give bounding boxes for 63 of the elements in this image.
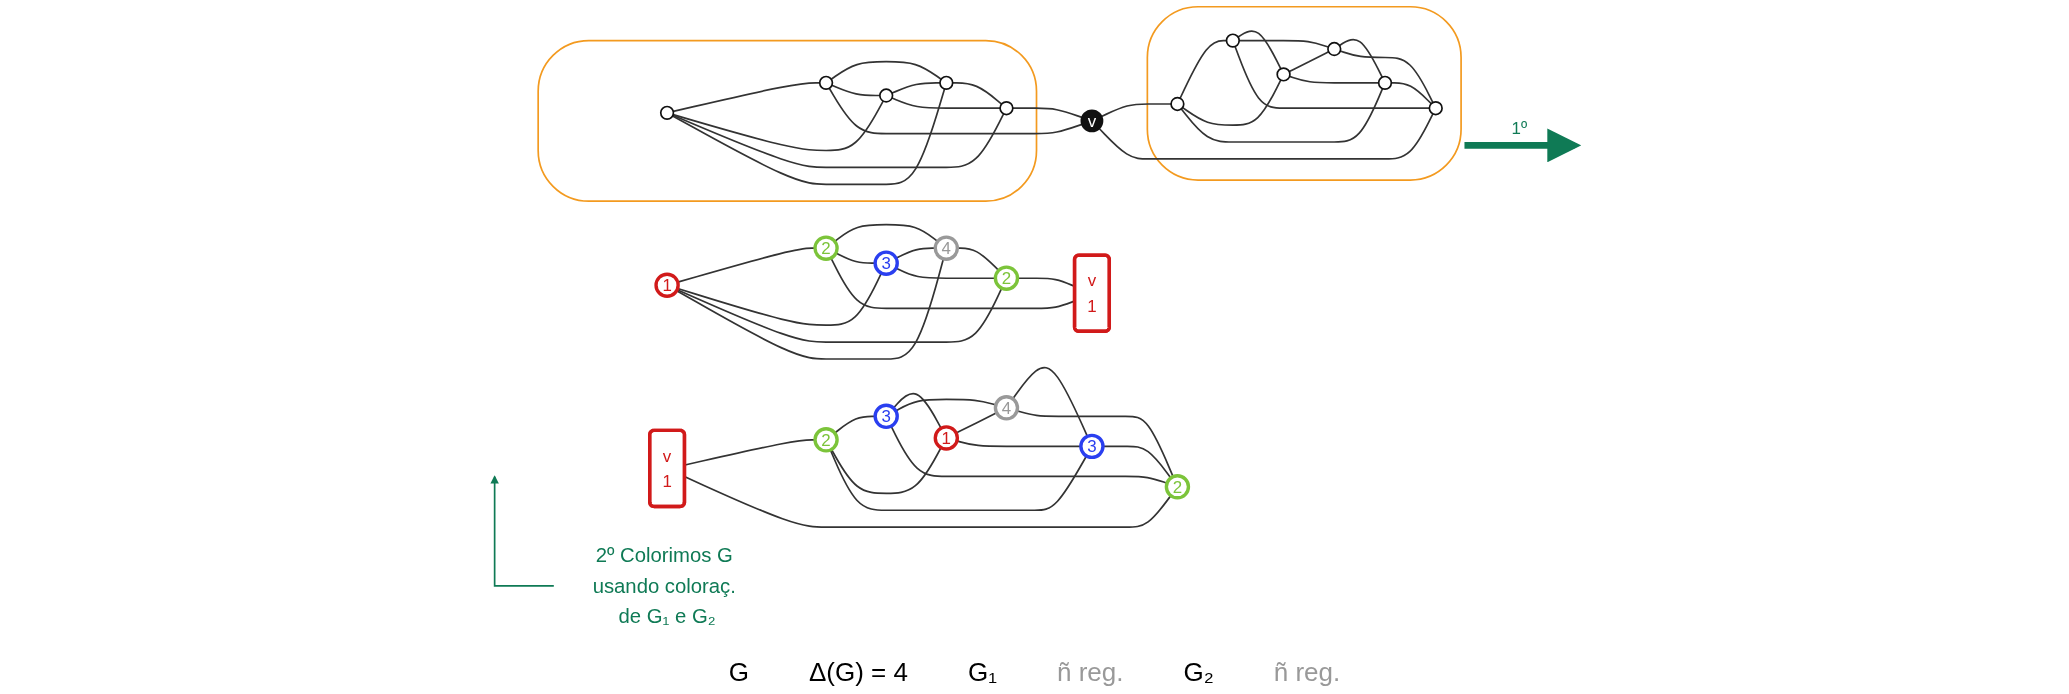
connector — [672, 82, 821, 113]
connector — [831, 84, 881, 97]
note-text: ñ reg. — [1056, 657, 1124, 688]
connector — [1288, 75, 1380, 84]
node-circle — [1276, 67, 1291, 82]
node-text: 2º Colorimos G usando coloraç. de G₁ e G₂ — [592, 543, 736, 628]
cluster — [537, 39, 1038, 203]
connector — [1100, 103, 1172, 118]
connector — [1237, 30, 1282, 70]
graph-name: G₁ — [967, 657, 997, 688]
connector — [672, 113, 1005, 169]
connector — [891, 82, 941, 94]
node-circle: 2 — [1164, 474, 1191, 500]
connector — [951, 82, 1003, 105]
connector — [830, 60, 942, 81]
node-circle: 3 — [873, 250, 899, 276]
node-circle — [879, 88, 894, 103]
connector — [833, 223, 939, 243]
connector — [671, 88, 946, 186]
node-circle — [818, 75, 834, 91]
node-circle — [1377, 75, 1393, 91]
connector — [956, 247, 1000, 272]
node-circle: 4 — [993, 395, 1020, 421]
arrow — [1464, 128, 1582, 163]
connector — [1238, 39, 1330, 48]
node-circle: 2 — [813, 427, 839, 453]
note-text: ñ reg. — [1273, 657, 1341, 688]
node-circle: 3 — [1079, 433, 1105, 460]
connector — [672, 100, 884, 152]
graph-name: Δ(G) = 4 — [808, 657, 908, 688]
arrow — [490, 475, 555, 587]
node-circle: 4 — [933, 235, 960, 261]
connector — [828, 87, 1083, 135]
node-circle — [999, 101, 1014, 116]
node-circle: v — [1080, 109, 1104, 133]
connector — [1181, 79, 1282, 126]
connector — [1338, 38, 1383, 78]
connector — [1339, 50, 1434, 104]
node-circle — [1170, 96, 1185, 112]
node-circle: 1 — [933, 425, 960, 451]
node-circle: 1 — [654, 272, 680, 298]
connector — [1234, 45, 1431, 110]
connector — [829, 449, 1088, 512]
node-circle — [1428, 101, 1443, 116]
connector — [891, 97, 1001, 110]
node-circle — [659, 105, 675, 121]
node-circle — [939, 75, 954, 91]
cluster — [1146, 5, 1462, 181]
connector — [1011, 107, 1083, 119]
connector — [1288, 51, 1330, 73]
node-circle: 3 — [873, 403, 899, 430]
node-circle — [1327, 41, 1342, 57]
graph-name: G₂ — [1183, 657, 1214, 688]
node-circle: 2 — [813, 235, 839, 261]
connector — [1098, 113, 1434, 160]
connector — [1180, 87, 1384, 143]
connector — [830, 446, 942, 495]
graph-name: G — [728, 657, 749, 688]
edge-label: 1º — [1511, 118, 1528, 138]
node-circle — [1225, 33, 1241, 48]
connector — [1390, 82, 1433, 105]
connector — [1179, 39, 1228, 100]
node-circle: 2 — [993, 265, 1020, 291]
